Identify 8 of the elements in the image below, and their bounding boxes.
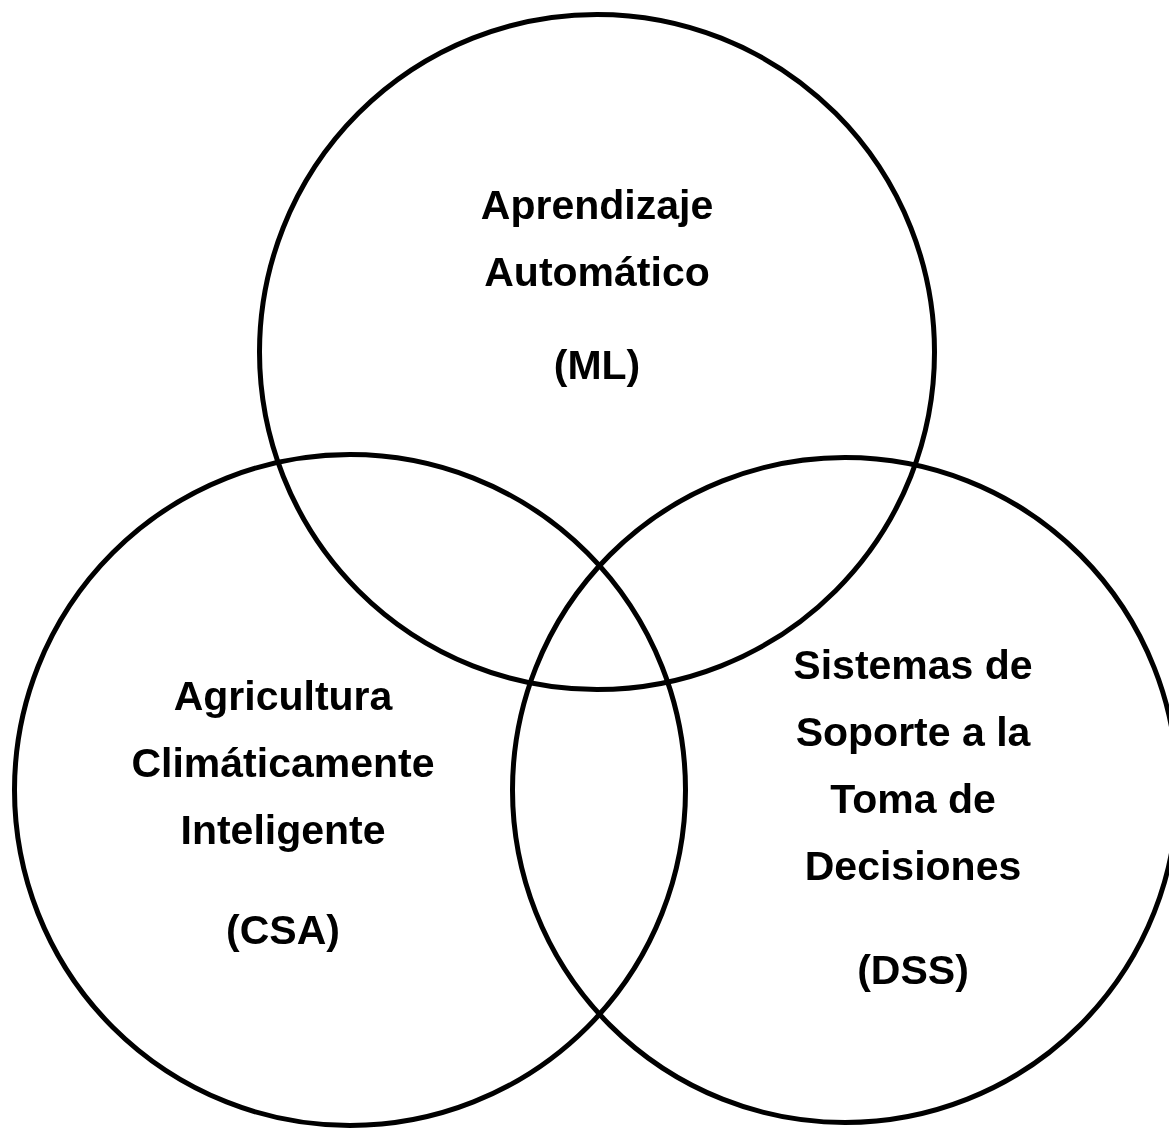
abbreviation-label: (CSA)	[225, 906, 341, 955]
venn-circle	[510, 455, 1169, 1125]
abbreviation-label: (ML)	[552, 341, 642, 390]
venn-circle	[12, 452, 688, 1128]
abbreviation-label: (DSS)	[856, 946, 970, 995]
circle-heading: Agricultura Climáticamente Inteligente	[130, 672, 436, 855]
circle-heading: Aprendizaje Automático	[479, 181, 715, 297]
circle-heading: Sistemas de Soporte a la Toma de Decisiones	[792, 641, 1034, 891]
